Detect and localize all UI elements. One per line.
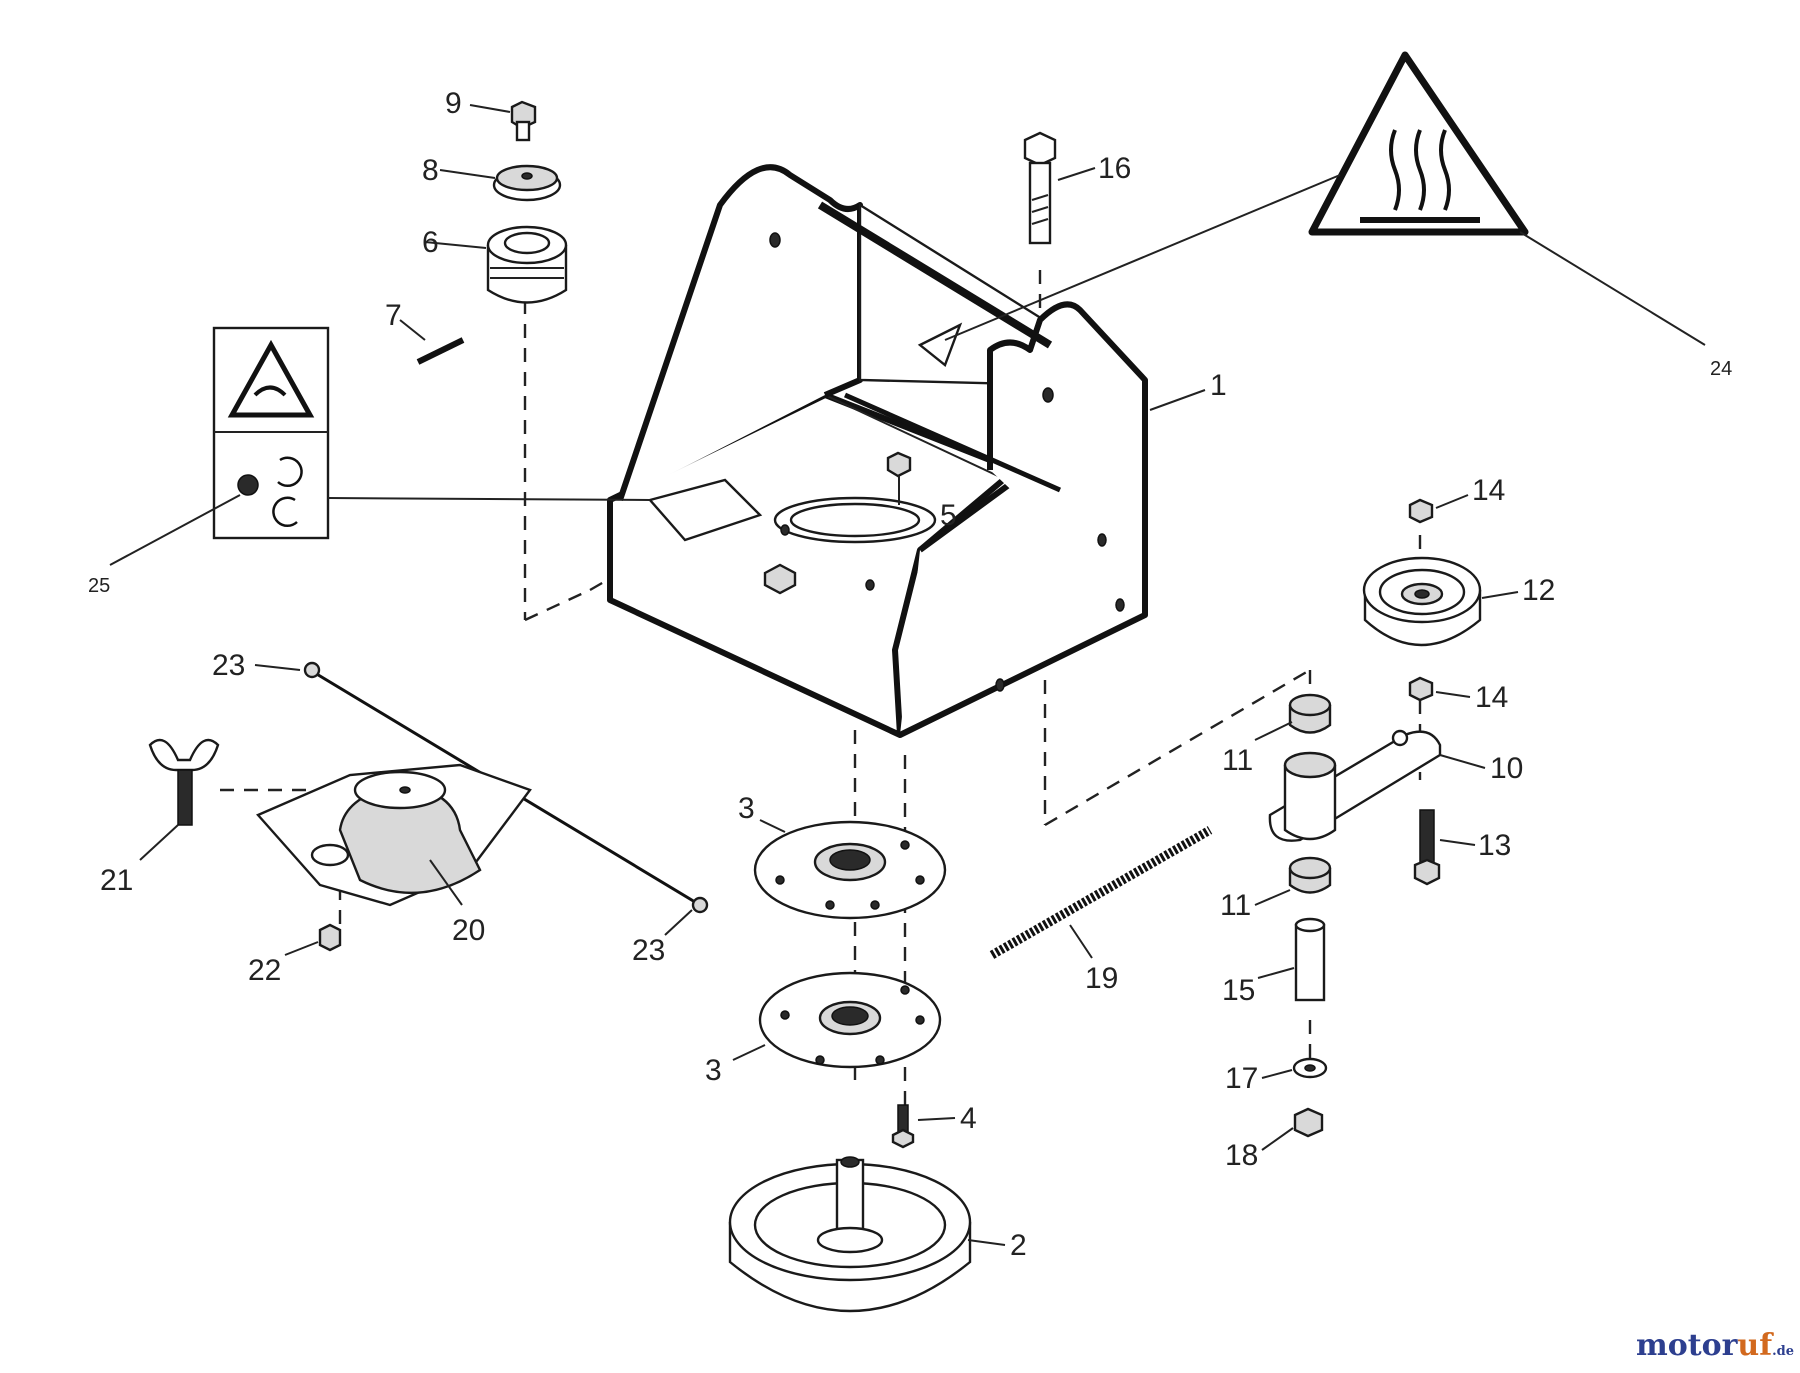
washer-17 (1261, 1057, 1328, 1079)
hot-surface-warning-label (944, 51, 1706, 346)
bearing-plate-3-upper (753, 819, 947, 920)
callout-14-lower: 14 (1475, 681, 1508, 714)
watermark-logo: motoruf.de (1636, 1328, 1794, 1363)
callout-3-lower: 3 (705, 1054, 722, 1087)
callout-16: 16 (1098, 152, 1131, 185)
callout-7: 7 (385, 299, 402, 332)
callout-2: 2 (1010, 1229, 1027, 1262)
callout-5: 5 (940, 499, 957, 532)
callout-9: 9 (445, 87, 462, 120)
callout-17: 17 (1225, 1062, 1258, 1095)
cap-8 (439, 164, 562, 202)
nut-14-lower (1408, 676, 1471, 702)
bolt-16 (1023, 131, 1096, 245)
wing-bolt-21 (139, 738, 220, 861)
callout-19: 19 (1085, 962, 1118, 995)
callout-24: 24 (1710, 358, 1732, 380)
watermark-suffix: .de (1772, 1344, 1794, 1359)
callout-6: 6 (422, 226, 439, 259)
pin-7 (399, 319, 465, 365)
callout-11-lower: 11 (1220, 889, 1251, 922)
callout-1: 1 (1210, 369, 1227, 402)
callout-12: 12 (1522, 574, 1555, 607)
callout-25: 25 (88, 575, 110, 597)
callout-20: 20 (452, 914, 485, 947)
callout-8: 8 (422, 154, 439, 187)
leader-part-1 (1149, 389, 1206, 411)
housing-bracket (607, 164, 1148, 738)
bolt-9 (469, 100, 537, 142)
pulley-12 (1362, 556, 1519, 647)
callout-4: 4 (960, 1102, 977, 1135)
bolt-13 (1413, 809, 1476, 886)
damper-6 (424, 225, 568, 304)
callout-23-lower: 23 (632, 934, 665, 967)
spring-19 (989, 826, 1213, 959)
bushing-11-lower (1254, 856, 1332, 906)
callout-11-upper: 11 (1222, 744, 1253, 777)
bolt-4 (891, 1104, 956, 1149)
callout-21: 21 (100, 864, 133, 897)
pulley-2 (728, 1156, 1006, 1313)
callout-13: 13 (1478, 829, 1511, 862)
callout-23-upper: 23 (212, 649, 245, 682)
watermark-brand: motor (1635, 1328, 1738, 1363)
callout-15: 15 (1222, 974, 1255, 1007)
bearing-plate-3-lower (732, 971, 942, 1069)
sleeve-15 (1257, 917, 1326, 1002)
callout-14-upper: 14 (1472, 474, 1505, 507)
nut-14-upper (1408, 494, 1469, 524)
warning-sticker-25 (109, 326, 651, 566)
bushing-11-upper (1254, 693, 1332, 741)
nut-22 (284, 923, 342, 956)
callout-22: 22 (248, 954, 281, 987)
callout-18: 18 (1225, 1139, 1258, 1172)
nut-18 (1261, 1107, 1324, 1151)
watermark-accent: uf (1737, 1328, 1773, 1363)
callout-3-upper: 3 (738, 792, 755, 825)
tube-arm (1283, 751, 1337, 841)
cover-20 (256, 763, 532, 907)
callout-10: 10 (1490, 752, 1523, 785)
